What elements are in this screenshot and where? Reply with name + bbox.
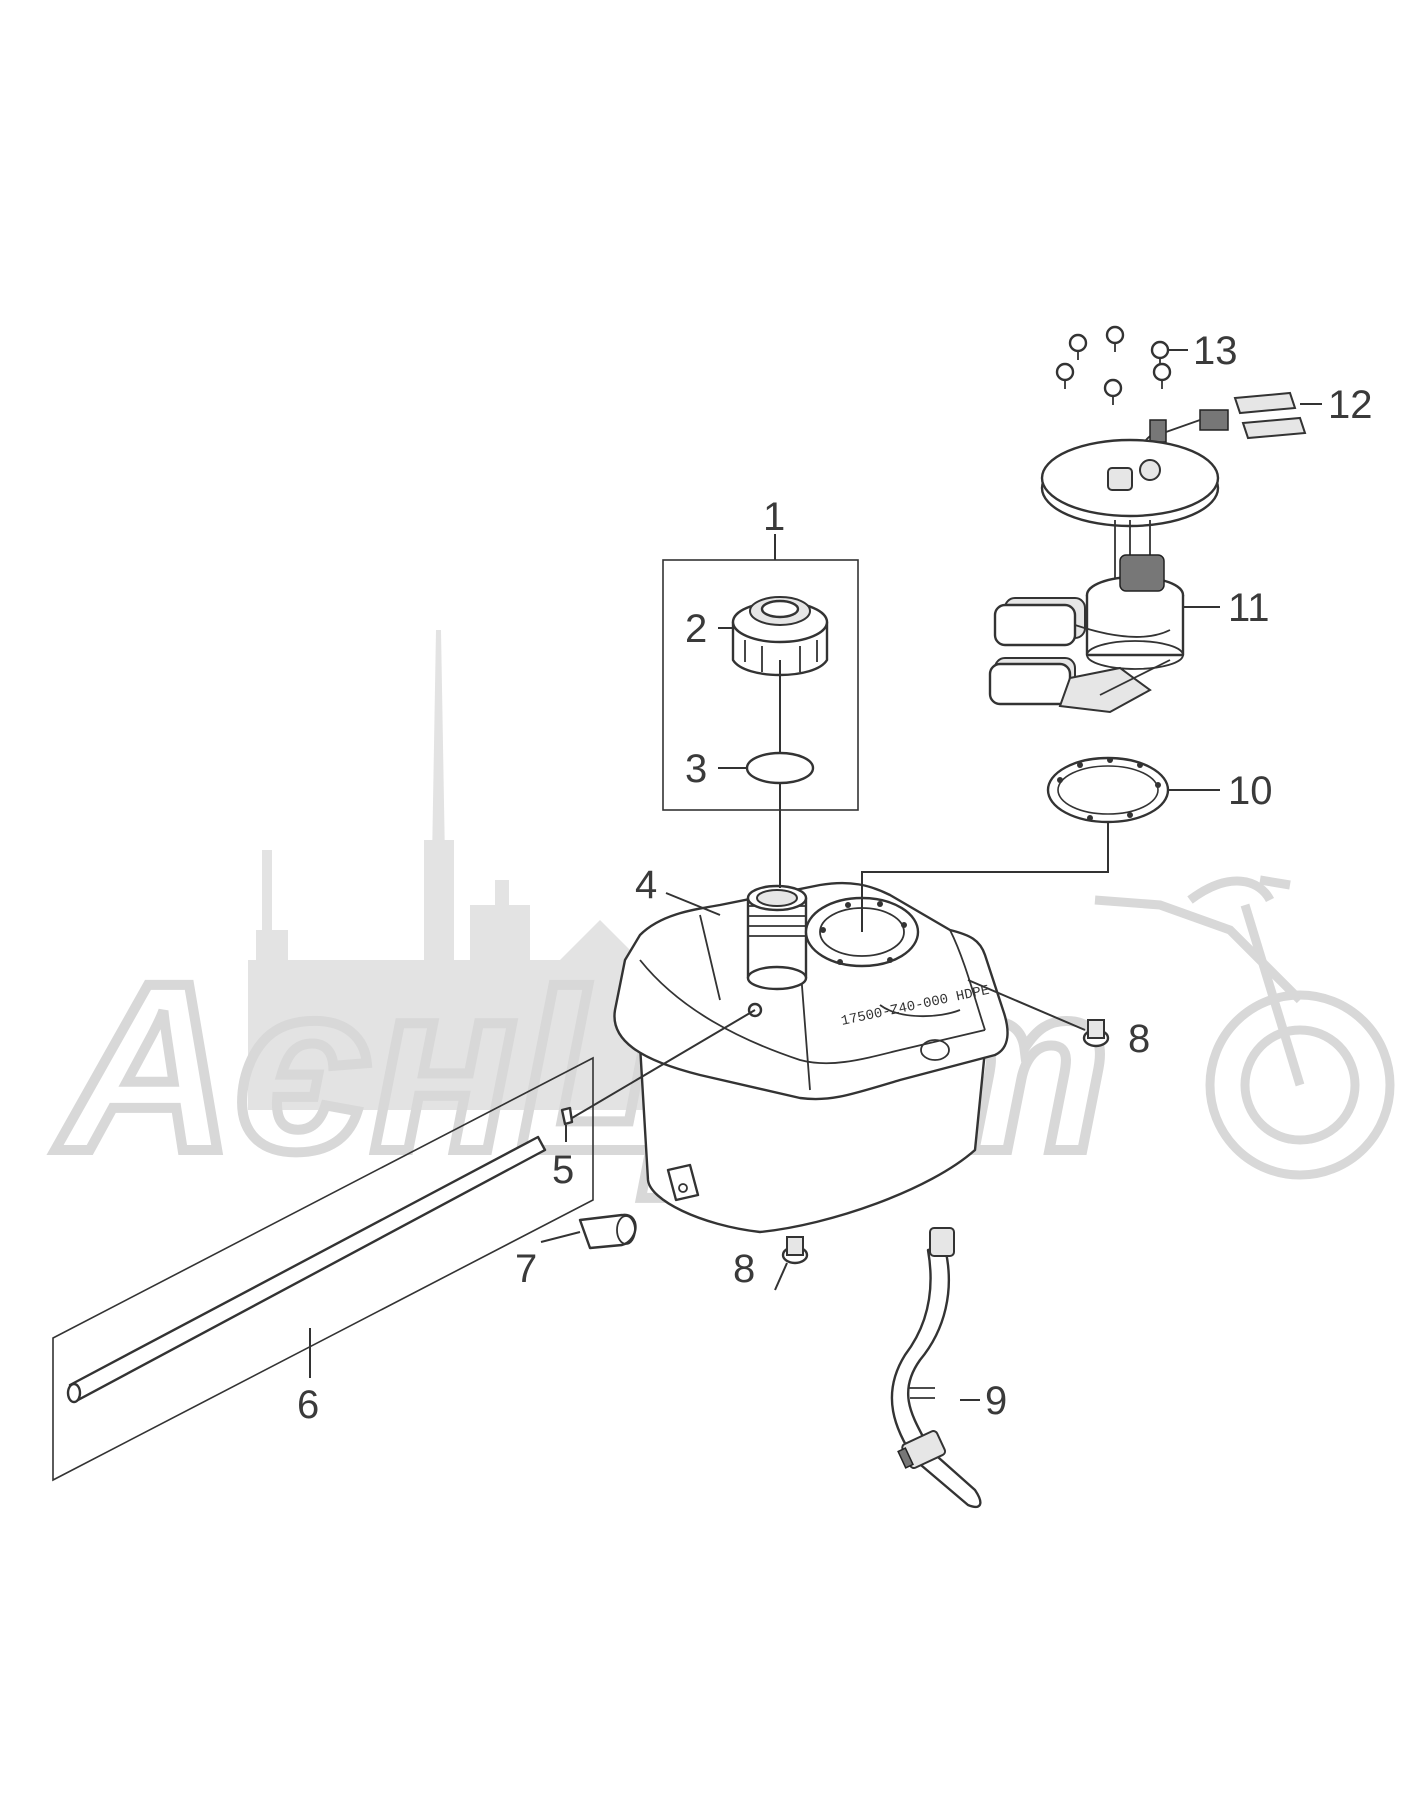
callout-6: 6	[297, 1383, 319, 1427]
fuel-pump-assembly	[988, 409, 1229, 714]
leader-lines	[309, 349, 1322, 1401]
watermark-motorcycle	[1094, 875, 1395, 1180]
sealing-pads	[1233, 391, 1307, 440]
fuel-cap	[731, 596, 829, 677]
breather-tube-box	[52, 1056, 594, 1482]
callout-10: 10	[1228, 769, 1273, 813]
callout-8-bottom: 8	[733, 1247, 755, 1291]
bolts-set	[1055, 325, 1172, 405]
callout-3: 3	[685, 747, 707, 791]
tube-clip	[560, 1106, 574, 1126]
callout-12: 12	[1328, 383, 1373, 427]
pump-gasket	[1046, 756, 1170, 824]
callout-8-right: 8	[1128, 1017, 1150, 1061]
callout-13: 13	[1193, 329, 1238, 373]
fuel-hose	[890, 1227, 982, 1509]
cap-seal-ring	[745, 751, 815, 785]
callout-labels: 1 2 3 4 5 6 7 8 8 9 10 11 12 13	[297, 329, 1373, 1427]
tank-bolt-right	[1082, 1019, 1110, 1048]
callout-5: 5	[552, 1148, 574, 1192]
callout-11: 11	[1228, 586, 1270, 630]
hose-clip	[578, 1213, 637, 1250]
tank-bolt-bottom	[781, 1236, 809, 1265]
fuel-tank: 17500-Z40-000 HDPE	[613, 881, 1009, 1234]
callout-4: 4	[635, 863, 657, 907]
watermark-skyline	[248, 630, 668, 1110]
callout-9: 9	[985, 1379, 1007, 1423]
callout-2: 2	[685, 607, 707, 651]
callout-1: 1	[763, 495, 785, 539]
callout-7: 7	[515, 1247, 537, 1291]
cap-assembly-box	[662, 559, 859, 811]
